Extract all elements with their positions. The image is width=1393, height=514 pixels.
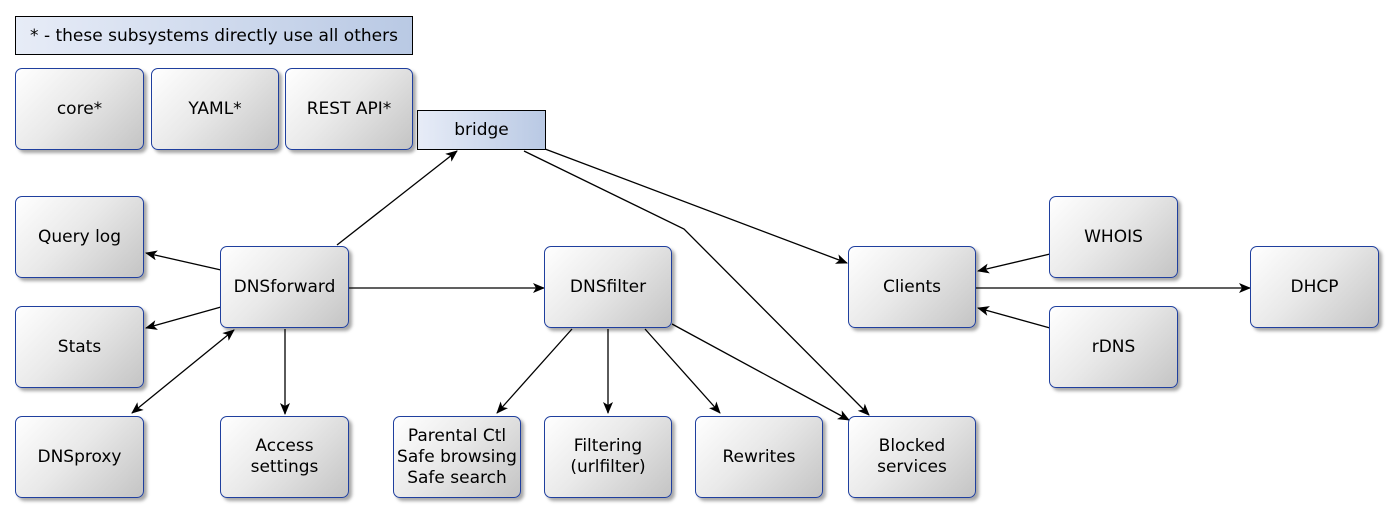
edge-bridge-blocked bbox=[523, 150, 870, 416]
node-clients: Clients bbox=[848, 246, 976, 328]
edge-dnsforward-dnsproxy bbox=[131, 329, 235, 414]
edge-dnsforward-stats bbox=[145, 306, 222, 330]
edge-dnsfilter-blocked bbox=[671, 323, 850, 421]
edge-dnsfilter-rewrites bbox=[644, 328, 721, 414]
node-dnsproxy: DNSproxy bbox=[15, 416, 144, 498]
legend-note: * - these subsystems directly use all ot… bbox=[15, 16, 413, 55]
edge-dnsforward-querylog bbox=[145, 250, 222, 271]
edge-rdns-clients bbox=[977, 306, 1051, 329]
node-rdns: rDNS bbox=[1049, 306, 1178, 388]
node-dnsforward: DNSforward bbox=[220, 246, 349, 328]
node-dhcp: DHCP bbox=[1250, 246, 1379, 328]
node-dnsfilter: DNSfilter bbox=[544, 246, 672, 328]
node-parental: Parental Ctl Safe browsing Safe search bbox=[393, 416, 521, 498]
node-rewrites: Rewrites bbox=[695, 416, 823, 498]
node-core: core* bbox=[15, 68, 144, 150]
node-access-settings: Access settings bbox=[220, 416, 349, 498]
edge-dnsfilter-parental bbox=[496, 328, 573, 414]
node-stats: Stats bbox=[15, 306, 144, 388]
node-query-log: Query log bbox=[15, 196, 144, 278]
node-filtering: Filtering (urlfilter) bbox=[544, 416, 672, 498]
node-whois: WHOIS bbox=[1049, 196, 1178, 278]
edge-dnsforward-bridge bbox=[336, 150, 458, 246]
edge-bridge-clients bbox=[544, 148, 848, 264]
node-rest-api: REST API* bbox=[285, 68, 413, 150]
edge-whois-clients bbox=[977, 253, 1051, 274]
node-yaml: YAML* bbox=[151, 68, 279, 150]
node-bridge: bridge bbox=[417, 110, 546, 150]
node-blocked-services: Blocked services bbox=[848, 416, 976, 498]
